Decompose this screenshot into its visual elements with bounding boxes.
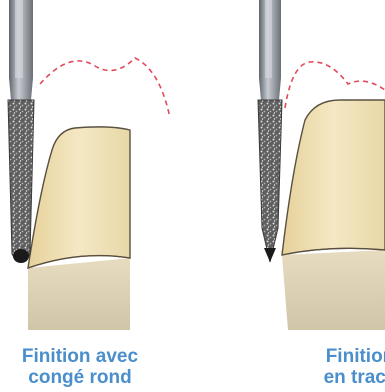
panel-feather-edge-finish: Finition en trace: [230, 0, 385, 392]
gingiva-line: [40, 58, 170, 118]
chamfer-finish-illustration: [0, 0, 190, 340]
bur-neck: [9, 78, 33, 100]
caption-feather-edge-finish: Finition en trace: [290, 346, 385, 388]
caption-chamfer-finish: Finition avec congé rond: [0, 346, 160, 388]
caption-chamfer-line2: congé rond: [0, 367, 160, 388]
tooth-root: [282, 250, 385, 330]
round-end-diamond-bur-icon: [8, 100, 34, 262]
bur-neck: [259, 78, 281, 100]
pointed-diamond-bur-icon: [258, 100, 282, 262]
prepared-tooth: [282, 100, 385, 255]
prepared-tooth: [28, 127, 130, 268]
caption-feather-line1: Finition: [290, 346, 385, 367]
caption-chamfer-line1: Finition avec: [0, 346, 160, 367]
tooth-root: [28, 258, 130, 330]
feather-edge-finish-illustration: [230, 0, 385, 340]
caption-feather-line2: en trace: [290, 367, 385, 388]
panel-chamfer-finish: Finition avec congé rond: [0, 0, 190, 392]
